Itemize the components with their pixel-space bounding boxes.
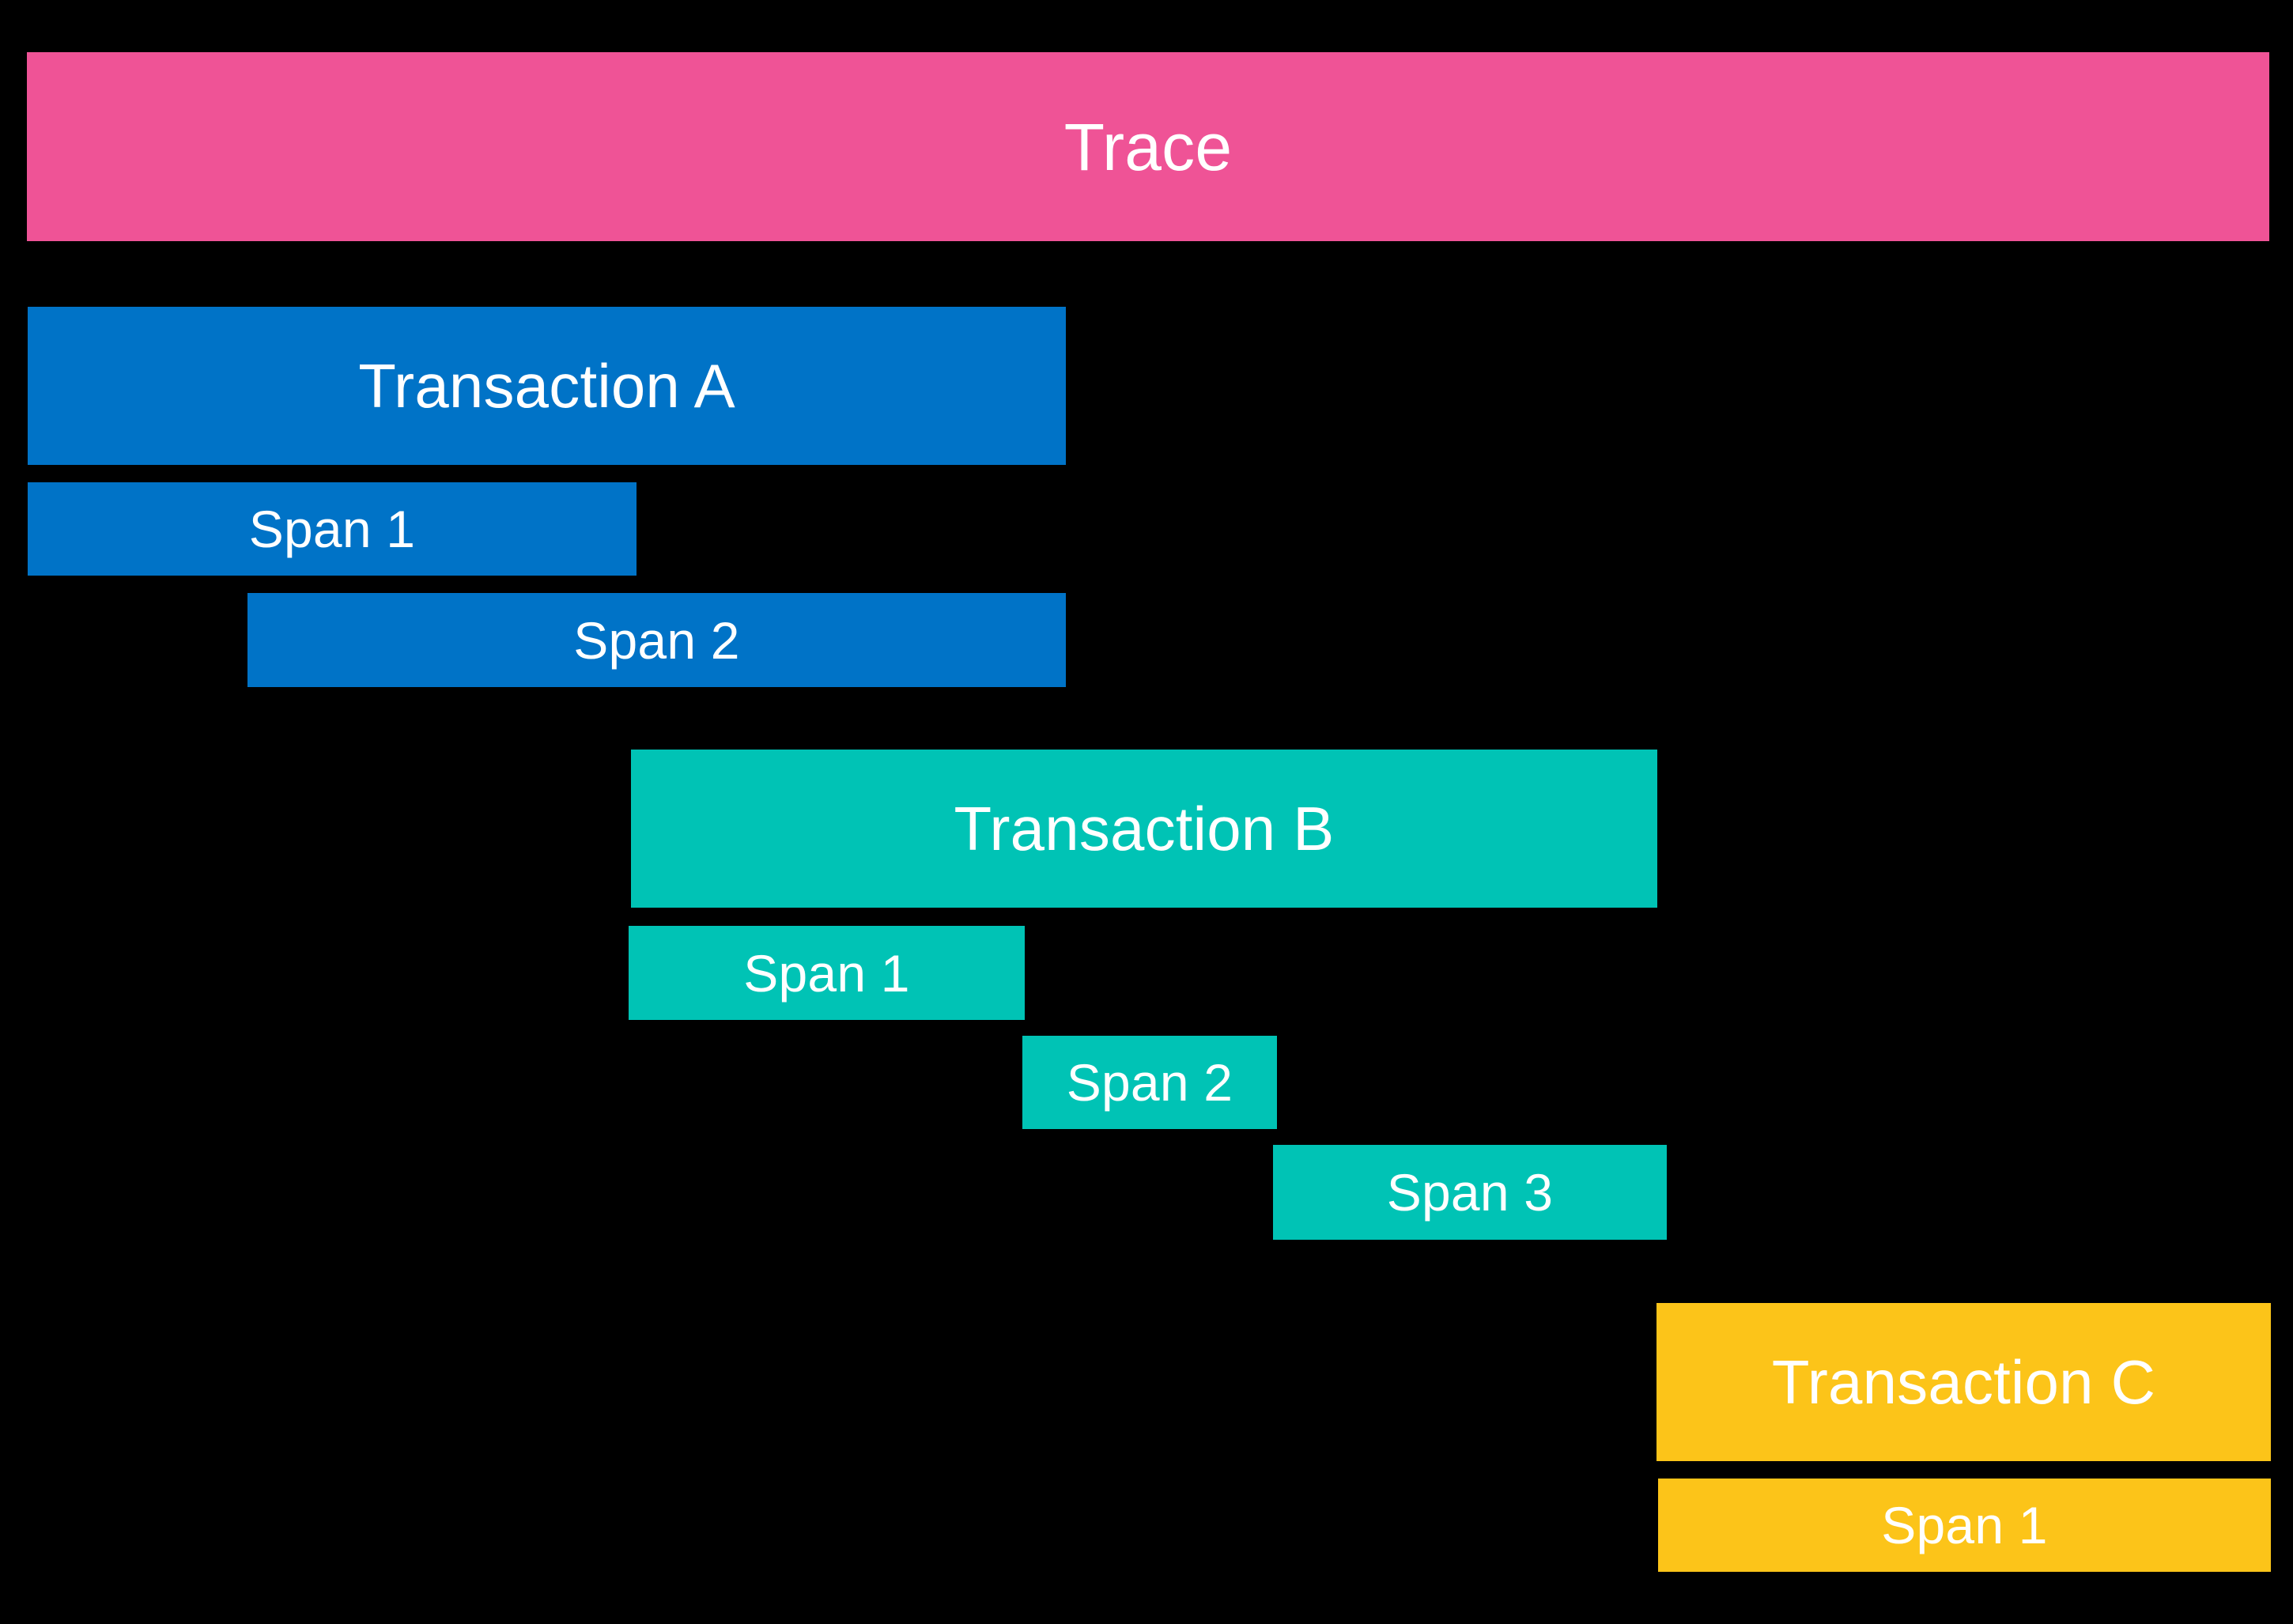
trace-bar[interactable]: Trace <box>27 52 2269 241</box>
transaction-b-span-3-label: Span 3 <box>1386 1163 1554 1222</box>
transaction-b-span-3-bar[interactable]: Span 3 <box>1273 1145 1667 1240</box>
transaction-c-span-1-label: Span 1 <box>1881 1496 2048 1554</box>
transaction-a-span-1-bar[interactable]: Span 1 <box>28 482 637 576</box>
trace-bar-label: Trace <box>1063 109 1233 184</box>
transaction-b-span-1-bar[interactable]: Span 1 <box>629 926 1025 1020</box>
transaction-a-label: Transaction A <box>358 351 735 421</box>
transaction-b-span-1-label: Span 1 <box>743 943 910 1003</box>
transaction-c-bar[interactable]: Transaction C <box>1656 1303 2271 1461</box>
transaction-b-span-2-bar[interactable]: Span 2 <box>1022 1036 1277 1129</box>
transaction-a-span-1-label: Span 1 <box>248 500 416 558</box>
transaction-a-span-2-label: Span 2 <box>573 610 740 670</box>
transaction-b-bar[interactable]: Transaction B <box>631 750 1657 908</box>
transaction-c-label: Transaction C <box>1771 1347 2156 1417</box>
transaction-a-span-2-bar[interactable]: Span 2 <box>247 593 1066 687</box>
transaction-c-span-1-bar[interactable]: Span 1 <box>1658 1479 2271 1572</box>
transaction-b-label: Transaction B <box>954 794 1335 863</box>
transaction-b-span-2-label: Span 2 <box>1066 1053 1233 1112</box>
transaction-a-bar[interactable]: Transaction A <box>28 307 1066 465</box>
